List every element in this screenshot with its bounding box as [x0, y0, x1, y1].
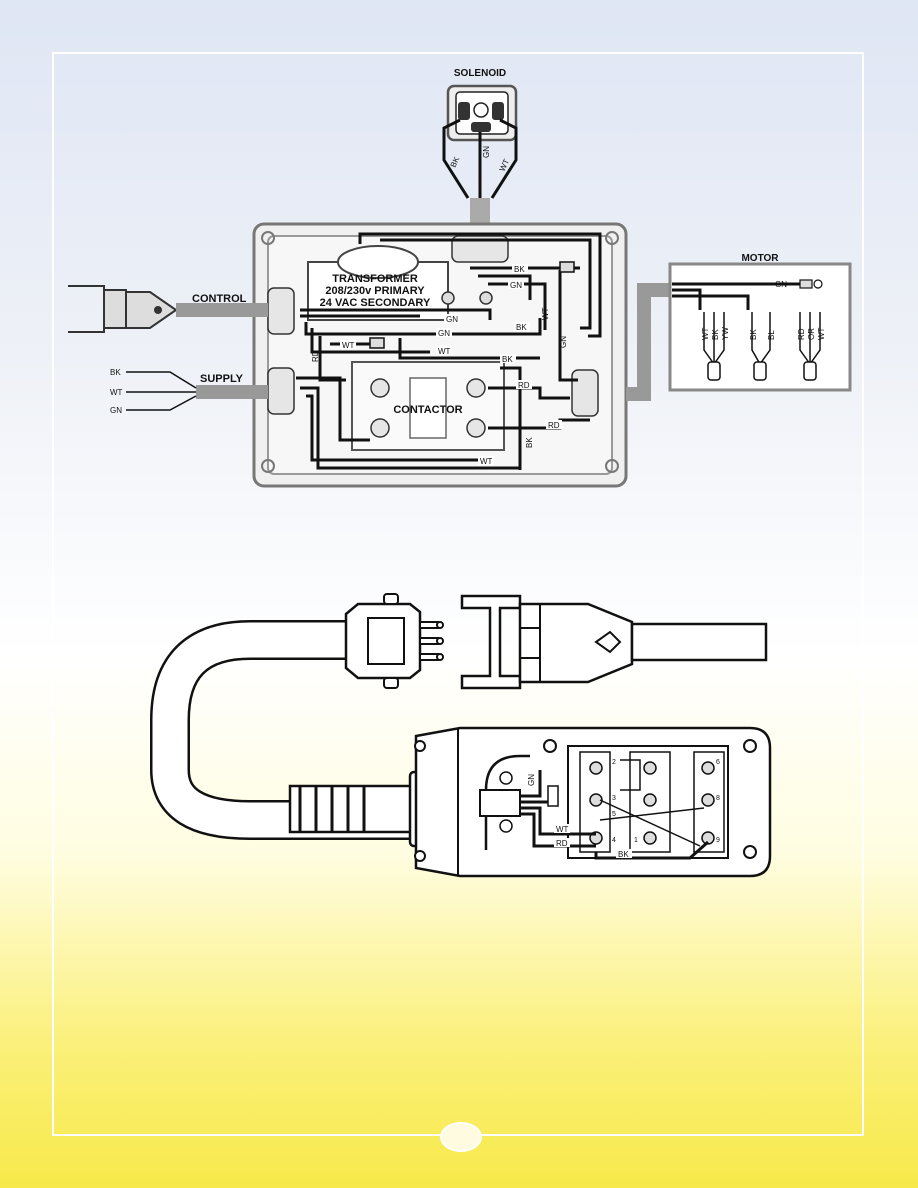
terminal-4: 4	[612, 837, 616, 844]
solenoid-conduit	[470, 198, 490, 224]
terminal-3: 3	[612, 795, 616, 802]
supply-wire-gn: GN	[110, 406, 122, 415]
motor-g1-wt: WT	[701, 327, 710, 340]
terminal-6: 6	[716, 759, 720, 766]
motor-g3-or: OR	[807, 328, 816, 340]
switch-label-wt: WT	[556, 825, 569, 834]
solenoid-title: SOLENOID	[454, 68, 506, 79]
male-plug	[344, 593, 444, 689]
solenoid-label-gn: GN	[482, 146, 491, 158]
label-bk3: BK	[502, 355, 513, 364]
motor-g2-bk: BK	[749, 329, 758, 340]
label-gn2: GN	[446, 315, 458, 324]
contactor	[351, 361, 505, 451]
female-plug	[460, 594, 768, 690]
supply-wire-bk: BK	[110, 368, 121, 377]
motor-g3-wt: WT	[817, 327, 826, 340]
switch-label-gn: GN	[527, 774, 536, 786]
label-rd2: RD	[518, 381, 530, 390]
motor-g1-yw: YW	[721, 327, 730, 340]
supply-label: SUPPLY	[200, 373, 244, 385]
solenoid-body	[446, 84, 518, 142]
transformer	[307, 245, 493, 321]
control-plug	[68, 285, 268, 333]
label-gn4: GN	[559, 336, 568, 348]
transformer-line3: 24 VAC SECONDARY	[320, 297, 431, 309]
label-rd1: RD	[311, 350, 320, 362]
solenoid-label-bk: BK	[449, 155, 462, 169]
cord-fill	[152, 622, 430, 838]
label-wt4: WT	[480, 457, 493, 466]
terminal-2: 2	[612, 759, 616, 766]
solenoid-wire-wt	[490, 118, 518, 199]
supply-cable	[126, 371, 268, 411]
label-bk1: BK	[514, 265, 525, 274]
terminal-1: 1	[634, 837, 638, 844]
motor-g1-bk: BK	[711, 329, 720, 340]
internal-wiring	[296, 232, 602, 470]
label-wt3: WT	[438, 347, 451, 356]
label-wt2: WT	[342, 341, 355, 350]
switch-label-rd: RD	[556, 839, 568, 848]
control-label: CONTROL	[192, 293, 247, 305]
label-bk4: BK	[525, 437, 534, 448]
motor-g2-bl: BL	[767, 330, 776, 340]
switch-label-bk: BK	[618, 850, 629, 859]
label-gn3: GN	[438, 329, 450, 338]
motor-wiring	[672, 279, 823, 381]
switch-wiring	[520, 770, 709, 860]
solenoid-wire-bk	[442, 118, 470, 199]
terminal-8: 8	[716, 795, 720, 802]
bottom-wiring-diagram: GN WT RD BK 2 3 5 6 1 4 8 9	[150, 593, 772, 878]
label-bk2: BK	[516, 323, 527, 332]
label-rd3: RD	[548, 421, 560, 430]
transformer-line1: TRANSFORMER	[332, 273, 418, 285]
contactor-label: CONTACTOR	[393, 404, 462, 416]
motor-conduit	[626, 283, 670, 401]
transformer-line2: 208/230v PRIMARY	[325, 285, 425, 297]
top-wiring-diagram: SOLENOID BK GN WT	[68, 68, 852, 488]
switch-box	[414, 726, 772, 878]
terminal-9: 9	[716, 837, 720, 844]
motor-ground-label: GN	[775, 280, 787, 289]
label-wt1: WT	[541, 307, 550, 320]
motor-title: MOTOR	[741, 253, 779, 264]
motor-g3-rd: RD	[797, 328, 806, 340]
internal-labels: BK GN WT BK GN GN GN WT WT RD BK RD RD B…	[311, 264, 568, 466]
terminal-5: 5	[612, 811, 616, 818]
supply-wire-wt: WT	[110, 388, 123, 397]
label-gn1: GN	[510, 281, 522, 290]
page-number-tab	[440, 1122, 482, 1152]
